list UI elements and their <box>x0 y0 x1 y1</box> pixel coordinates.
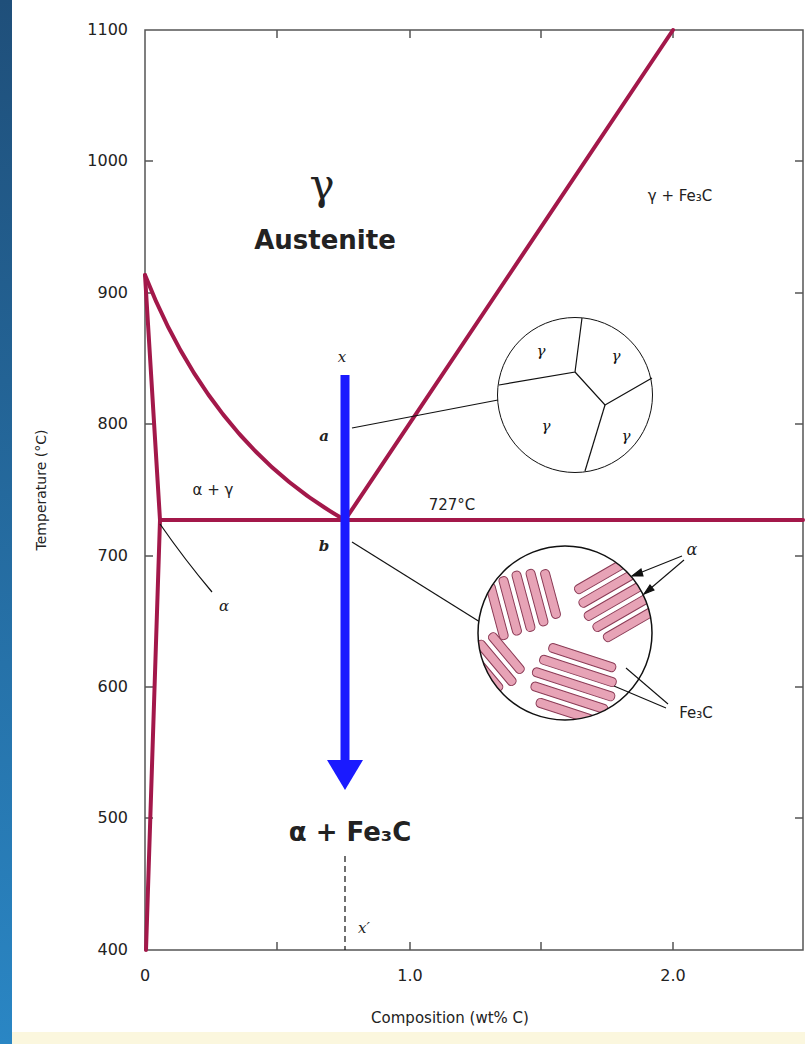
diagram-label: 1.0 <box>397 967 422 985</box>
tick-label: 700 <box>97 547 128 565</box>
grain-boundaries <box>499 318 652 471</box>
axis-ticks <box>145 30 803 950</box>
pearlite-ground <box>478 546 652 720</box>
diagram-label: α + γ <box>193 482 234 499</box>
diagram-label: γ <box>309 162 334 208</box>
cooling-arrowhead <box>327 760 363 790</box>
tick-label: 600 <box>97 678 128 696</box>
pearlite-inset-outline <box>478 546 652 720</box>
bottom-strip <box>12 1032 805 1044</box>
pearlite-lamellae <box>464 555 662 729</box>
tick-label: 900 <box>97 284 128 302</box>
phase-boundaries <box>145 30 803 950</box>
cooling-arrow <box>341 375 350 762</box>
diagram-label: α + Fe₃C <box>289 818 412 847</box>
diagram-label: γ + Fe₃C <box>648 188 713 205</box>
diagram-label: Composition (wt% C) <box>371 1010 529 1027</box>
tick-label: 400 <box>97 941 128 959</box>
diagram-label: α <box>219 598 229 615</box>
diagram-label: Fe₃C <box>679 705 713 722</box>
diagram-label: Austenite <box>254 226 396 255</box>
tick-label: 1000 <box>87 152 128 170</box>
tick-label: 1100 <box>87 21 128 39</box>
inset-leaders <box>614 556 684 708</box>
diagram-label: x <box>338 349 346 366</box>
leader-line <box>160 524 212 592</box>
leader-line <box>352 542 480 622</box>
diagram-label: 727°C <box>429 497 476 514</box>
leader-line <box>352 400 498 428</box>
grain-label: γ <box>537 344 546 359</box>
axis-title: Temperature (°C) <box>34 430 49 551</box>
diagram-label: b <box>319 538 330 555</box>
tick-label: 800 <box>97 415 128 433</box>
grain-label: γ <box>542 419 551 434</box>
grain-label: γ <box>622 429 631 444</box>
diagram-label: α <box>687 541 698 559</box>
plot-frame <box>145 30 803 950</box>
diagram-label: a <box>319 428 329 445</box>
austenite-inset: γ γ γ γ <box>497 317 653 473</box>
tick-label: 500 <box>97 809 128 827</box>
diagram-label: x′ <box>358 920 370 937</box>
side-strip <box>0 0 12 1044</box>
grain-label: γ <box>612 349 621 364</box>
diagram-label: 0 <box>140 967 150 985</box>
diagram-label: 2.0 <box>660 967 685 985</box>
composition-dash <box>344 856 345 950</box>
